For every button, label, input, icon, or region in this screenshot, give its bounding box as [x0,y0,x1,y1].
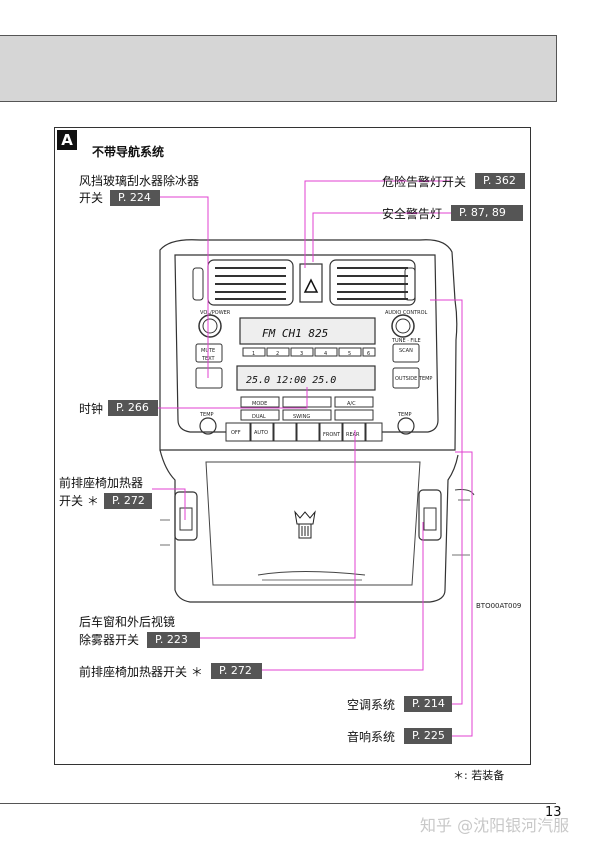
header-band [0,35,557,102]
rear-defog-label-line2: 除雾器开关 [79,633,140,647]
climate-lcd-text: 25.0 12:00 25.0 [246,375,336,386]
svg-text:OUTSIDE TEMP: OUTSIDE TEMP [395,376,432,382]
svg-text:MODE: MODE [252,401,267,407]
seat-heater-left-ref[interactable]: P. 272 [104,493,152,509]
svg-text:AUDIO CONTROL: AUDIO CONTROL [385,310,428,316]
clock-ref[interactable]: P. 266 [108,400,158,416]
svg-text:DUAL: DUAL [252,414,266,420]
svg-text:6: 6 [367,351,370,357]
ac-label: 空调系统 [347,698,396,712]
page-number: 13 [545,805,562,820]
rear-defog-ref[interactable]: P. 223 [147,632,200,648]
watermark: 知乎 @沈阳银河汽服 [420,816,570,835]
seatbelt-ref[interactable]: P. 87, 89 [451,205,523,221]
svg-text:4: 4 [324,351,327,357]
svg-text:AUTO: AUTO [254,430,268,436]
defroster-label-line2: 开关 [79,191,104,205]
bottom-rule [0,803,556,804]
svg-text:A/C: A/C [347,401,356,407]
audio-label: 音响系统 [347,730,396,744]
hazard-ref[interactable]: P. 362 [475,173,525,189]
section-title: 不带导航系统 [92,145,165,159]
svg-text:TUNE · FILE: TUNE · FILE [391,338,421,344]
svg-text:5: 5 [348,351,351,357]
svg-text:OFF: OFF [231,430,241,436]
svg-text:VOL/POWER: VOL/POWER [200,310,231,316]
ac-ref[interactable]: P. 214 [404,696,452,712]
defroster-ref[interactable]: P. 224 [110,190,160,206]
figure-code: BTO00AT009 [476,602,521,610]
radio-lcd-text: FM CH1 825 [262,327,328,340]
svg-text:TEMP: TEMP [199,412,214,418]
svg-text:REAR: REAR [346,432,360,438]
svg-text:SWING: SWING [293,414,310,420]
section-badge: A [57,130,77,150]
svg-text:1: 1 [252,351,255,357]
footnote: ＊: 若装备 [453,769,505,782]
seat-heater-left-label-line2: 开关 ＊ [59,494,99,508]
seat-heater-right-label: 前排座椅加热器开关 ＊ [79,665,203,679]
section-frame [54,127,531,765]
svg-text:2: 2 [276,351,279,357]
clock-label: 时钟 [79,402,104,416]
seat-heater-left-label-line1: 前排座椅加热器 [59,476,144,490]
rear-defog-label-line1: 后车窗和外后视镜 [79,615,176,629]
svg-text:TEMP: TEMP [397,412,412,418]
svg-text:3: 3 [300,351,303,357]
defroster-label-line1: 风挡玻璃刮水器除冰器 [79,174,200,188]
svg-text:SCAN: SCAN [399,348,413,354]
seatbelt-label: 安全警告灯 [382,207,443,221]
hazard-label: 危险告警灯开关 [382,175,467,189]
audio-ref[interactable]: P. 225 [404,728,452,744]
svg-text:FRONT: FRONT [323,432,341,438]
seat-heater-right-ref[interactable]: P. 272 [211,663,262,679]
